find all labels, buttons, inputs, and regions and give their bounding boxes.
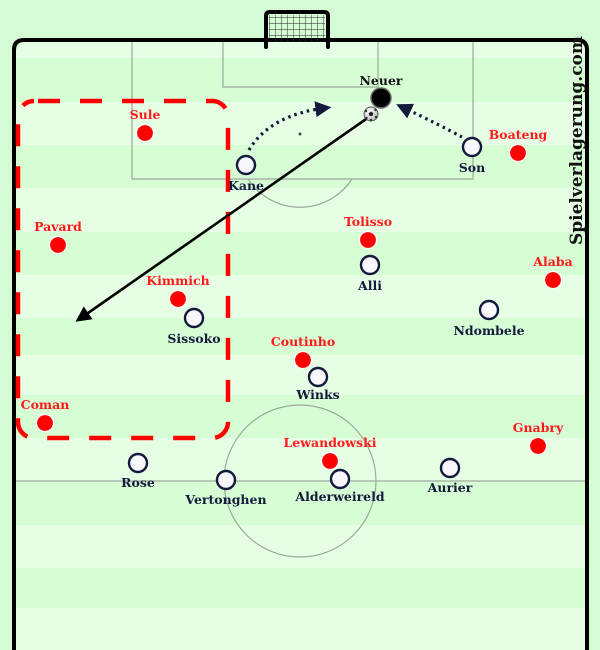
ball-icon <box>363 106 379 122</box>
player-coutinho: Coutinho <box>271 334 335 370</box>
player-alli: Alli <box>357 254 382 293</box>
player-label: Kimmich <box>146 273 210 288</box>
player-marker-white <box>478 299 500 321</box>
player-marker-red <box>35 413 55 433</box>
player-aurier: Aurier <box>427 457 473 495</box>
player-coman: Coman <box>21 397 70 433</box>
player-label: Rose <box>121 475 155 490</box>
penalty-spot-dot <box>298 132 302 136</box>
ball-patch <box>365 116 368 120</box>
player-label: Alderweireld <box>294 489 384 504</box>
ball-patch <box>374 115 378 119</box>
movement-arrows <box>75 101 463 322</box>
pitch-stripe <box>14 568 587 608</box>
player-marker-white <box>359 254 381 276</box>
player-ndombele: Ndombele <box>453 299 525 338</box>
player-label: Gnabry <box>513 420 564 435</box>
goal-icon <box>264 10 330 49</box>
player-kane: Kane <box>228 154 264 193</box>
ball-patch <box>369 118 373 122</box>
player-pavard: Pavard <box>34 219 82 255</box>
player-vertonghen: Vertonghen <box>184 469 267 507</box>
pass-arrow <box>75 115 370 322</box>
pitch-stripe <box>14 145 587 188</box>
penalty-arc <box>247 178 353 208</box>
pitch-stripes <box>14 40 587 650</box>
goalkeeper: Neuer <box>359 73 403 109</box>
goalkeeper-marker <box>370 87 392 109</box>
player-marker-red <box>168 289 188 309</box>
player-label: Pavard <box>34 219 82 234</box>
player-label: Alaba <box>532 254 572 269</box>
player-label: Coutinho <box>271 334 335 349</box>
player-marker-white <box>307 366 329 388</box>
pitch-stripe <box>14 482 587 525</box>
son-run-arrow <box>396 103 463 139</box>
player-alderweireld: Alderweireld <box>294 468 385 504</box>
player-marker-white <box>439 457 461 479</box>
pressing-zone <box>15 98 231 441</box>
player-marker-red <box>528 436 548 456</box>
goal-frame <box>264 10 330 49</box>
player-sissoko: Sissoko <box>167 307 221 346</box>
player-sule: Sule <box>130 107 161 143</box>
player-label: Winks <box>295 387 339 402</box>
player-kimmich: Kimmich <box>146 273 210 309</box>
player-marker-red <box>543 270 563 290</box>
six-yard-box <box>222 40 379 88</box>
pitch-stripe <box>14 395 587 438</box>
player-marker-red <box>358 230 378 250</box>
penalty-box <box>131 40 474 180</box>
player-son: Son <box>459 136 485 175</box>
player-marker-red <box>293 350 313 370</box>
player-tolisso: Tolisso <box>344 214 392 250</box>
player-marker-red <box>135 123 155 143</box>
player-label: Vertonghen <box>184 492 266 507</box>
player-marker-white <box>235 154 257 176</box>
player-label: Aurier <box>427 480 473 495</box>
goalkeeper-label: Neuer <box>359 73 402 88</box>
player-label: Coman <box>21 397 70 412</box>
player-winks: Winks <box>295 366 340 402</box>
ball-patch <box>364 109 368 113</box>
player-marker-white <box>183 307 205 329</box>
player-label: Sissoko <box>167 331 220 346</box>
player-lewandowski: Lewandowski <box>284 435 377 471</box>
player-alaba: Alaba <box>532 254 573 290</box>
player-label: Sule <box>130 107 161 122</box>
ball-patch <box>374 108 377 112</box>
player-label: Alli <box>357 278 382 293</box>
player-label: Son <box>459 160 485 175</box>
player-label: Tolisso <box>344 214 392 229</box>
player-marker-white <box>461 136 483 158</box>
pitch-stripe <box>14 232 587 275</box>
player-label: Lewandowski <box>284 435 377 450</box>
pressing-zone-outline <box>15 98 231 441</box>
ball-pentagon <box>368 111 374 116</box>
goal-net <box>269 15 325 42</box>
player-marker-white <box>215 469 237 491</box>
player-marker-red <box>320 451 340 471</box>
watermark-text: Spielverlagerung.com <box>567 36 587 245</box>
player-gnabry: Gnabry <box>513 420 564 456</box>
player-boateng: Boateng <box>489 127 548 163</box>
kane-run-arrow <box>247 101 332 151</box>
player-marker-red <box>508 143 528 163</box>
player-marker-red <box>48 235 68 255</box>
player-label: Boateng <box>489 127 548 142</box>
player-label: Kane <box>228 178 264 193</box>
pitch-stripe <box>14 318 587 355</box>
watermark: Spielverlagerung.com <box>567 36 587 245</box>
player-label: Ndombele <box>453 323 524 338</box>
player-rose: Rose <box>121 452 155 490</box>
player-marker-white <box>329 468 351 490</box>
pitch-stripe <box>14 58 587 102</box>
player-marker-white <box>127 452 149 474</box>
